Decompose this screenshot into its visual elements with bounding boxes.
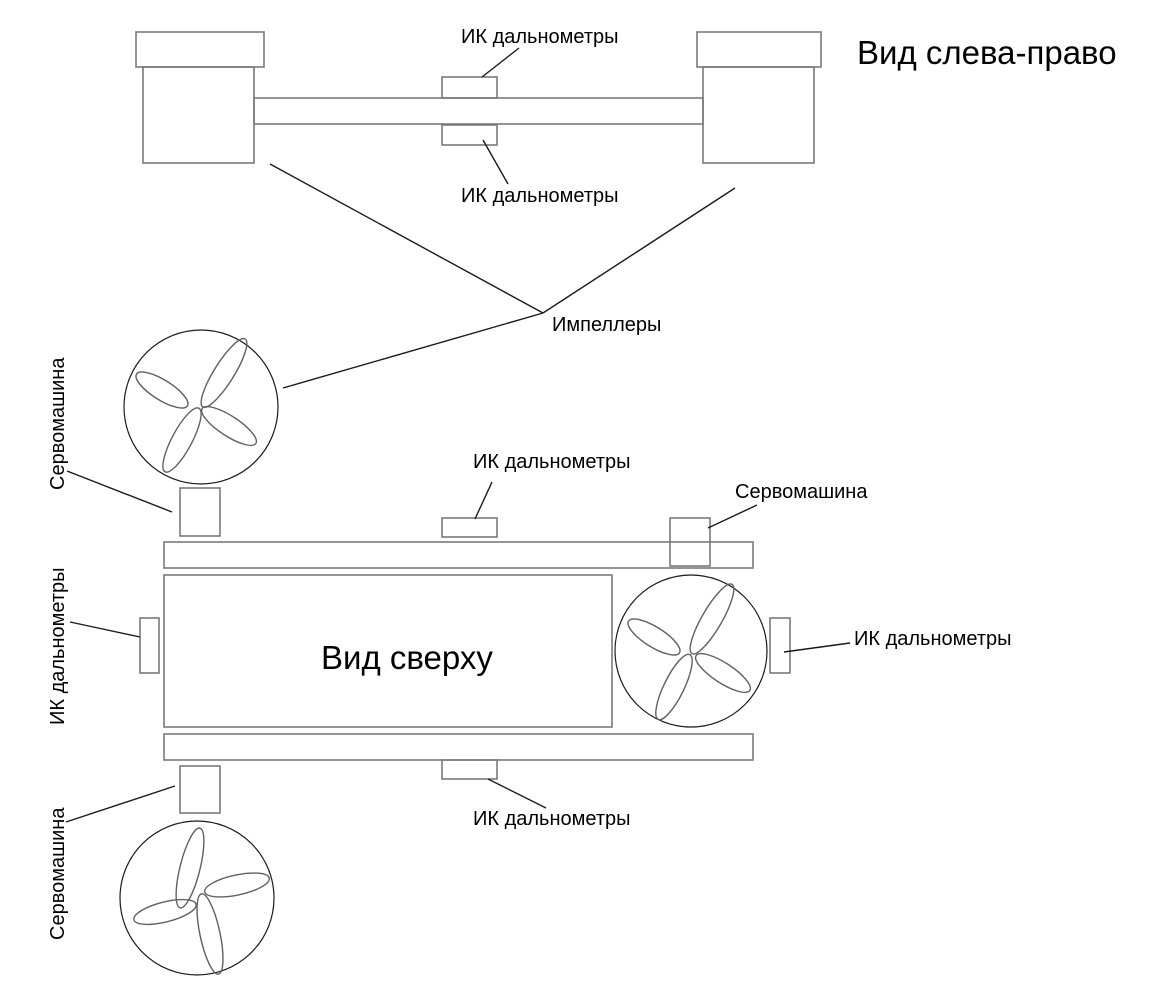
side-view: ИК дальнометры ИК дальнометры Вид слева-… — [135, 26, 1117, 207]
fan-blade — [200, 405, 258, 447]
leader-impeller-right-wheel — [542, 187, 736, 314]
top-view: Вид сверху ИК дальнометры ИК дальнометры… — [47, 329, 1012, 976]
side-axle-beam — [253, 97, 704, 125]
title-top-view: Вид сверху — [321, 639, 493, 676]
leader-ir-left — [69, 621, 141, 638]
leader-impeller-fan — [282, 312, 544, 389]
side-ir-sensor-bottom — [441, 124, 498, 146]
fan-blade — [175, 827, 205, 909]
fan-ring — [119, 820, 275, 976]
left-wheel-cap — [135, 31, 265, 68]
servo-top-right — [669, 517, 711, 567]
leader-ir-right — [783, 642, 851, 653]
label-ir-top: ИК дальнометры — [473, 451, 631, 473]
fan-blade — [200, 337, 248, 409]
right-wheel-cap — [696, 31, 822, 68]
label-ir-left: ИК дальнометры — [47, 568, 69, 726]
fan-ring — [123, 329, 279, 485]
side-ir-sensor-top — [441, 76, 498, 99]
right-wheel-body — [702, 66, 815, 164]
ir-sensor-right — [769, 617, 791, 674]
label-ir-bottom: ИК дальнометры — [473, 808, 631, 830]
label-side-ir-top: ИК дальнометры — [461, 26, 619, 48]
impeller-fan-right — [614, 574, 768, 728]
leader-servo-bottom-left — [65, 785, 176, 823]
ir-sensor-bottom — [441, 759, 498, 780]
leader-side-ir-top — [481, 47, 520, 78]
label-side-ir-bottom: ИК дальнометры — [461, 185, 619, 207]
leader-ir-top — [474, 481, 493, 520]
fan-blade — [627, 618, 681, 656]
leader-servo-top-left — [66, 470, 173, 513]
impeller-fan-top-left — [123, 329, 279, 485]
title-side-view: Вид слева-право — [857, 34, 1117, 71]
label-servo-top-left: Сервомашина — [47, 357, 69, 490]
top-track-upper — [163, 541, 754, 569]
servo-top-left — [179, 487, 221, 537]
fan-blade — [133, 898, 197, 926]
impeller-callout: Импеллеры — [269, 163, 736, 389]
top-track-lower — [163, 733, 754, 761]
leader-ir-bottom — [487, 778, 547, 809]
leader-side-ir-bottom — [482, 139, 509, 185]
fan-ring — [614, 574, 768, 728]
top-main-body — [163, 574, 613, 728]
fan-blade — [162, 407, 202, 473]
label-impellers: Импеллеры — [552, 314, 661, 336]
impeller-fan-bottom-left — [119, 820, 275, 976]
ir-sensor-left — [139, 617, 160, 674]
ir-sensor-top — [441, 517, 498, 538]
servo-bottom-left — [179, 765, 221, 814]
leader-impeller-left-wheel — [269, 163, 544, 314]
fan-blade — [655, 653, 693, 721]
fan-blade — [196, 893, 224, 975]
label-ir-right: ИК дальнометры — [854, 628, 1012, 650]
leader-servo-top-right — [707, 504, 758, 529]
fan-blade — [694, 652, 752, 694]
fan-blade — [135, 371, 189, 409]
fan-blade — [689, 583, 735, 655]
label-servo-top-right: Сервомашина — [735, 481, 868, 503]
left-wheel-body — [142, 66, 255, 164]
label-servo-bottom-left: Сервомашина — [47, 807, 69, 940]
fan-blade — [203, 872, 271, 898]
